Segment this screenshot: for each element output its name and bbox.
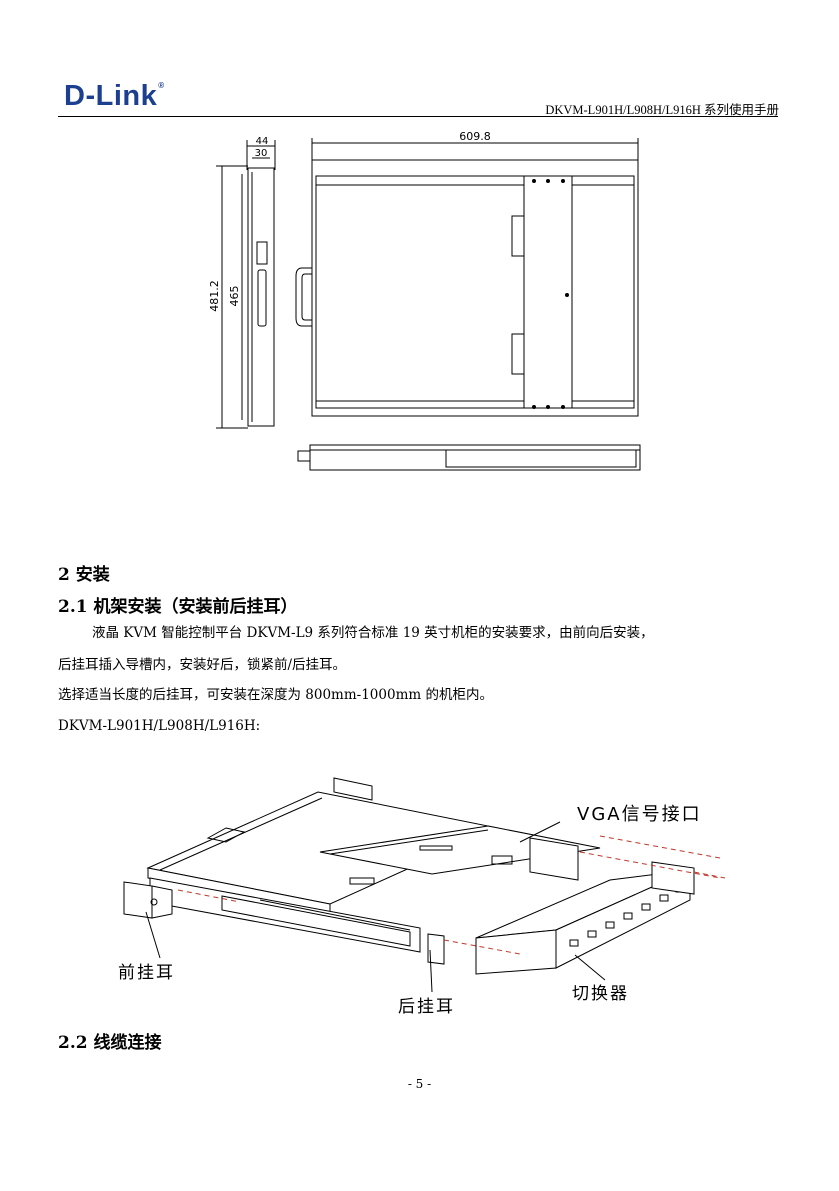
switcher-label: 切换器 (572, 984, 629, 1004)
vga-port-label: VGA信号接口 (577, 804, 702, 825)
rear-ear-label: 后挂耳 (398, 997, 455, 1017)
subsection-heading-cable-connection: 2.2 线缆连接 (58, 1028, 162, 1053)
page-number: - 5 - (0, 1077, 839, 1091)
front-ear-label: 前挂耳 (118, 963, 175, 983)
